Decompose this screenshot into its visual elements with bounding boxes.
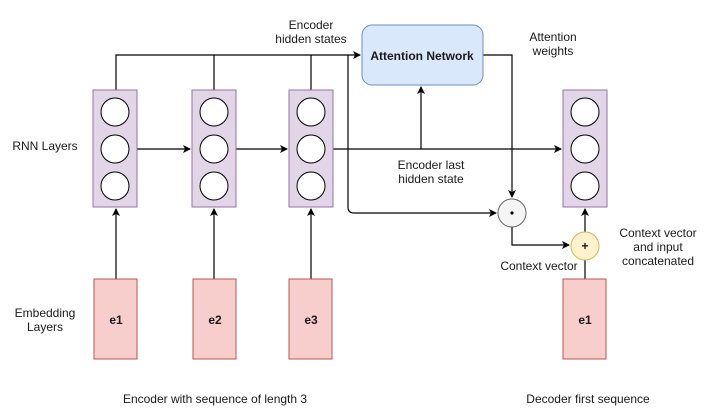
rnn-cell-decoder-1 <box>562 89 608 208</box>
decoder-caption: Decoder first sequence <box>526 392 650 406</box>
embedding-decoder-1: e1 <box>562 278 607 360</box>
encoder-hidden-states-label-line2: hidden states <box>275 32 346 46</box>
neuron <box>100 97 130 127</box>
embedding-encoder-3: e3 <box>288 278 333 360</box>
attention-network-label: Attention Network <box>370 49 474 63</box>
neuron <box>100 171 130 201</box>
rnn-cell-encoder-1 <box>92 89 138 208</box>
neuron <box>296 134 326 164</box>
attention-network-node: Attention Network <box>361 24 484 86</box>
neuron <box>296 171 326 201</box>
concat-plus-node: + <box>570 231 600 261</box>
context-concat-label-line3: concatenated <box>622 254 694 268</box>
embedding-layers-label-line2: Layers <box>27 320 63 334</box>
encoder-hidden-states-label-line1: Encoder <box>289 18 334 32</box>
embedding-encoder-2: e2 <box>192 278 237 360</box>
neuron <box>199 97 229 127</box>
attention-weights-label-line1: Attention <box>529 30 576 44</box>
embedding-label: e3 <box>304 313 318 327</box>
encoder-last-hidden-label-line2: hidden state <box>398 172 464 186</box>
embedding-label: e1 <box>578 313 592 327</box>
hidden-states-bus <box>115 51 361 90</box>
context-concat-label-line2: and input <box>633 240 683 254</box>
connectors <box>112 51 589 279</box>
neuron <box>100 134 130 164</box>
embedding-encoder-1: e1 <box>93 278 138 360</box>
neuron <box>296 97 326 127</box>
neuron <box>570 97 600 127</box>
rnn-cell-encoder-2 <box>191 89 237 208</box>
encoder-caption: Encoder with sequence of length 3 <box>123 392 307 406</box>
attention-to-dot <box>483 54 516 198</box>
embedding-layers-label-line1: Embedding <box>15 306 76 320</box>
embedding-label: e2 <box>208 313 222 327</box>
embedding-label: e1 <box>109 313 123 327</box>
plus-symbol: + <box>581 239 588 253</box>
neuron <box>199 171 229 201</box>
neuron <box>570 134 600 164</box>
context-concat-label-line1: Context vector <box>619 226 696 240</box>
attention-weights-label-line2: weights <box>532 44 574 58</box>
hidden-states-to-dot <box>347 55 497 217</box>
rnn-cell-encoder-3 <box>288 89 334 208</box>
neuron <box>199 134 229 164</box>
context-vector-label: Context vector <box>500 259 577 273</box>
rnn-layers-label: RNN Layers <box>12 139 77 153</box>
dot-product-node <box>497 198 527 228</box>
neuron <box>570 171 600 201</box>
encoder-last-hidden-label-line1: Encoder last <box>398 158 465 172</box>
dot-to-plus <box>511 227 570 249</box>
